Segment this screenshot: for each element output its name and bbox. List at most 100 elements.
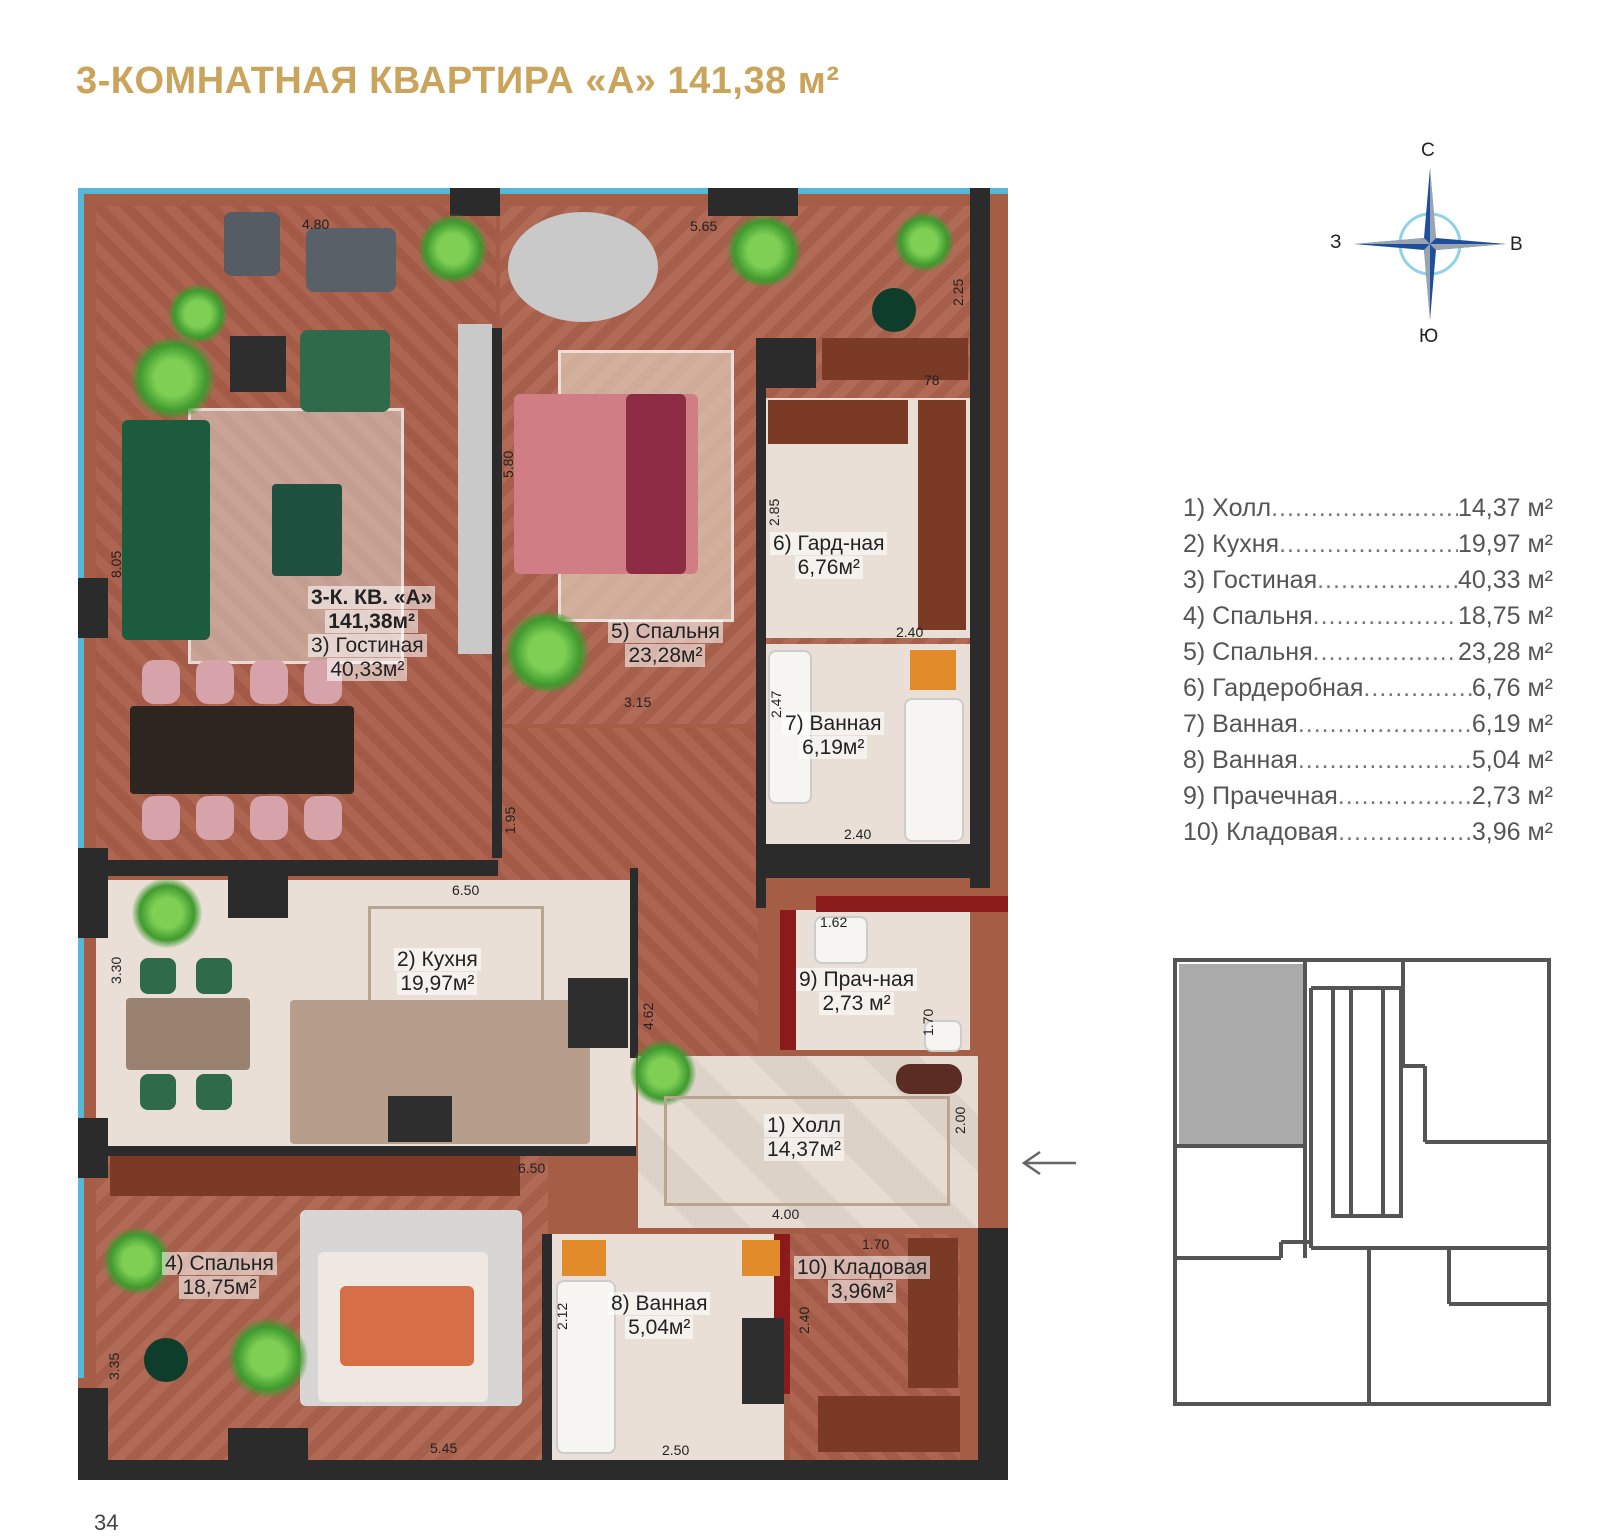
label-bedroom4-name: 4) Спальня <box>162 1252 277 1275</box>
wall-living-bedroom <box>492 328 502 858</box>
wall-wardrobe-block <box>756 338 816 388</box>
compass: С Ю З В <box>1330 138 1530 348</box>
label-living-area: 40,33м² <box>327 658 408 681</box>
legend-name: 3) Гостиная <box>1183 566 1318 594</box>
label-laundry-name: 9) Прач-ная <box>796 968 918 991</box>
label-kitchen: 2) Кухня 19,97м² <box>394 948 481 996</box>
dim-bedroom4-top: 6.50 <box>518 1160 546 1176</box>
label-bath7-name: 7) Ванная <box>782 712 885 735</box>
wall-kitchen-pillar <box>228 868 288 918</box>
laundry-washer <box>814 916 868 964</box>
plant-living-1 <box>418 214 488 284</box>
kitchen-table <box>126 998 250 1070</box>
dim-bedroom5-top: 5.65 <box>690 218 718 234</box>
kitchen-chair-1 <box>140 958 176 994</box>
label-bath7-area: 6,19м² <box>799 736 868 759</box>
dim-storage-top: 1.70 <box>862 1236 890 1252</box>
wall-bath8-left <box>542 1234 552 1464</box>
bath8-cabinet <box>742 1318 784 1404</box>
dim-kitchen-right: 4.62 <box>640 1002 656 1030</box>
label-bedroom-4: 4) Спальня 18,75м² <box>162 1252 277 1300</box>
dim-bath7-side: 2.47 <box>768 690 784 718</box>
entrance-arrow-icon <box>1021 1150 1076 1176</box>
wall-outer-bottom <box>78 1460 1008 1480</box>
compass-north: С <box>1421 140 1435 161</box>
legend-name: 1) Холл <box>1183 494 1272 522</box>
dim-laundry-top: 1.62 <box>820 914 848 930</box>
legend-area: 6,76 м² <box>1471 674 1553 702</box>
kitchen-chair-3 <box>140 1074 176 1110</box>
plant-hall <box>630 1040 696 1106</box>
hall-rug <box>664 1096 950 1206</box>
wall-kitchen-bedroom4 <box>96 1146 636 1156</box>
dining-chair-3 <box>250 660 288 704</box>
balcony-chair-2 <box>306 228 396 292</box>
label-wardrobe-area: 6,76м² <box>794 556 863 579</box>
label-bedroom4-area: 18,75м² <box>179 1276 260 1299</box>
compass-west: З <box>1330 232 1342 253</box>
label-laundry-area: 2,73 м² <box>819 992 894 1015</box>
dim-wardrobe-bottom: 2.40 <box>896 624 924 640</box>
dim-balcony-bottom: 78 <box>924 372 940 388</box>
label-living: 3) Гостиная 40,33м² <box>308 634 427 682</box>
label-living-name: 3) Гостиная <box>308 634 427 657</box>
legend-row: 6) Гардеробная 6,76 м² <box>1183 670 1553 706</box>
bedroom4-pouf <box>144 1338 188 1382</box>
label-storage: 10) Кладовая 3,96м² <box>794 1256 931 1304</box>
storage-shelf-bottom <box>818 1396 960 1452</box>
plant-bedroom5-1 <box>724 216 804 286</box>
bedroom4-shelf <box>110 1156 520 1196</box>
hall-bench <box>896 1064 962 1094</box>
plant-bedroom5-3 <box>502 612 592 692</box>
legend-name: 4) Спальня <box>1183 602 1313 630</box>
dim-kitchen-top: 6.50 <box>452 882 480 898</box>
dining-chair-6 <box>196 796 234 840</box>
kitchen-stove <box>388 1096 452 1142</box>
label-bath8-area: 5,04м² <box>625 1316 694 1339</box>
label-kitchen-name: 2) Кухня <box>394 948 481 971</box>
dining-chair-1 <box>142 660 180 704</box>
wall-kitchen-right <box>630 868 638 1058</box>
laundry-dryer <box>924 1020 962 1052</box>
label-hall: 1) Холл 14,37м² <box>764 1114 845 1162</box>
legend-row: 9) Прачечная2,73 м² <box>1183 778 1553 814</box>
floor-plan: 3-К. КВ. «А» 141,38м² 3) Гостиная 40,33м… <box>78 188 1008 1480</box>
bedroom5-pouf <box>872 288 916 332</box>
legend-area: 2,73 м² <box>1471 782 1553 810</box>
wardrobe-shelf-top <box>768 400 908 444</box>
wall-bedroom4-pillar <box>228 1428 308 1468</box>
bath8-towel-2 <box>742 1240 780 1276</box>
dining-chair-5 <box>142 796 180 840</box>
bedroom5-blanket <box>626 394 686 574</box>
label-kitchen-area: 19,97м² <box>397 972 478 995</box>
living-sofa <box>122 420 210 640</box>
plant-kitchen <box>132 878 202 948</box>
label-hall-area: 14,37м² <box>764 1138 844 1161</box>
label-bath-7: 7) Ванная 6,19м² <box>782 712 885 760</box>
compass-east: В <box>1510 234 1523 255</box>
kitchen-fridge <box>568 978 628 1048</box>
apartment-label-line1: 3-К. КВ. «А» <box>308 586 436 609</box>
bath7-tub <box>904 698 964 842</box>
legend-area: 3,96 м² <box>1471 818 1553 846</box>
legend-name: 8) Ванная <box>1183 746 1298 774</box>
legend-name: 6) Гардеробная <box>1183 674 1364 702</box>
dim-kitchen-left: 3.30 <box>108 956 124 984</box>
plant-bedroom4-2 <box>228 1318 308 1398</box>
wall-left-pillar-1 <box>78 578 108 638</box>
wall-outer-right-top <box>970 188 990 888</box>
living-armchair <box>300 330 390 412</box>
wall-top-pillar-2 <box>708 188 798 216</box>
wardrobe-shelf-right <box>918 400 966 630</box>
kitchen-chair-2 <box>196 958 232 994</box>
label-wardrobe: 6) Гард-ная 6,76м² <box>770 532 888 580</box>
plant-bedroom5-2 <box>894 212 954 272</box>
page-title: 3-КОМНАТНАЯ КВАРТИРА «А» 141,38 м² <box>76 60 840 102</box>
dim-laundry-side: 1.70 <box>920 1008 936 1036</box>
balcony-shelf <box>822 338 968 380</box>
